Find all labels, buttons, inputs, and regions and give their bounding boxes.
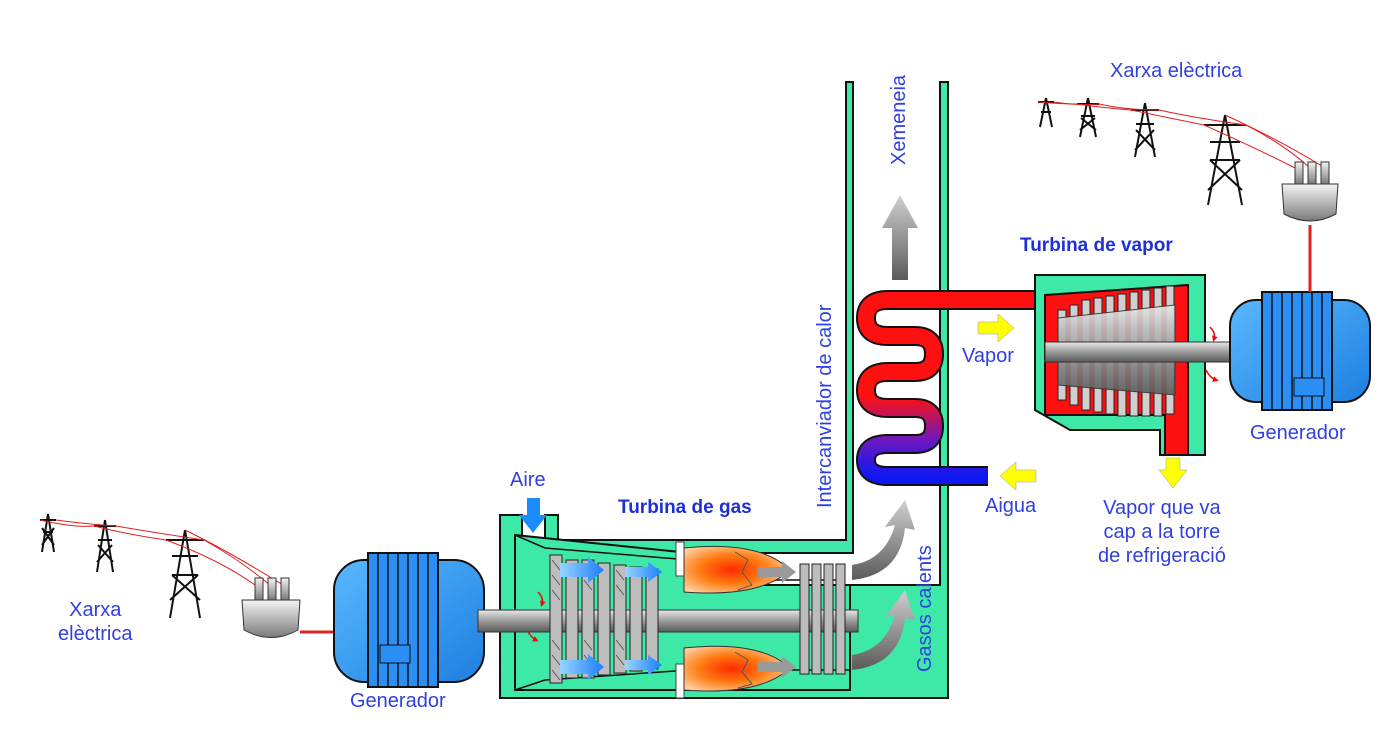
transformer-icon-left	[241, 577, 301, 638]
chimney-label: Xemeneia	[888, 74, 910, 165]
grid-right-label: Xarxa elèctrica	[1110, 60, 1243, 82]
air-label: Aire	[510, 469, 546, 491]
generator-right	[1229, 291, 1371, 411]
heat-exchanger-label: Intercanviador de calor	[814, 304, 836, 508]
steam-arrow	[977, 313, 1015, 343]
turbine-blades	[799, 563, 846, 675]
generator-left-label: Generador	[350, 690, 446, 712]
grid-left-label: Xarxa elèctrica	[58, 599, 133, 645]
steam-label: Vapor	[962, 345, 1014, 367]
generator-left	[333, 552, 485, 688]
exhaust-arrow	[882, 195, 918, 280]
power-grid-left	[39, 513, 336, 638]
hot-gases-label: Gasos calents	[914, 545, 936, 672]
steam-turbine-label: Turbina de vapor	[1020, 235, 1173, 256]
generator-right-label: Generador	[1250, 422, 1346, 444]
water-inlet-arrow	[999, 461, 1037, 491]
pylon-icon	[1038, 97, 1246, 206]
steam-turbine	[1034, 274, 1246, 456]
hot-gas-arrows	[852, 500, 915, 670]
gas-turbine-label: Turbina de gas	[618, 497, 752, 518]
water-label: Aigua	[985, 495, 1037, 517]
heat-exchanger-coil	[855, 290, 1045, 486]
power-grid-right	[1037, 97, 1339, 222]
steam-to-tower-label: Vapor que va cap a la torre de refrigera…	[1098, 497, 1226, 567]
transformer-icon-right	[1281, 161, 1339, 222]
air-inlet-arrow	[519, 498, 547, 533]
pylon-icon	[40, 513, 204, 619]
combustion-chamber-top	[675, 541, 791, 594]
air-flow-arrows	[560, 557, 796, 680]
steam-outlet-arrow	[1158, 457, 1188, 489]
